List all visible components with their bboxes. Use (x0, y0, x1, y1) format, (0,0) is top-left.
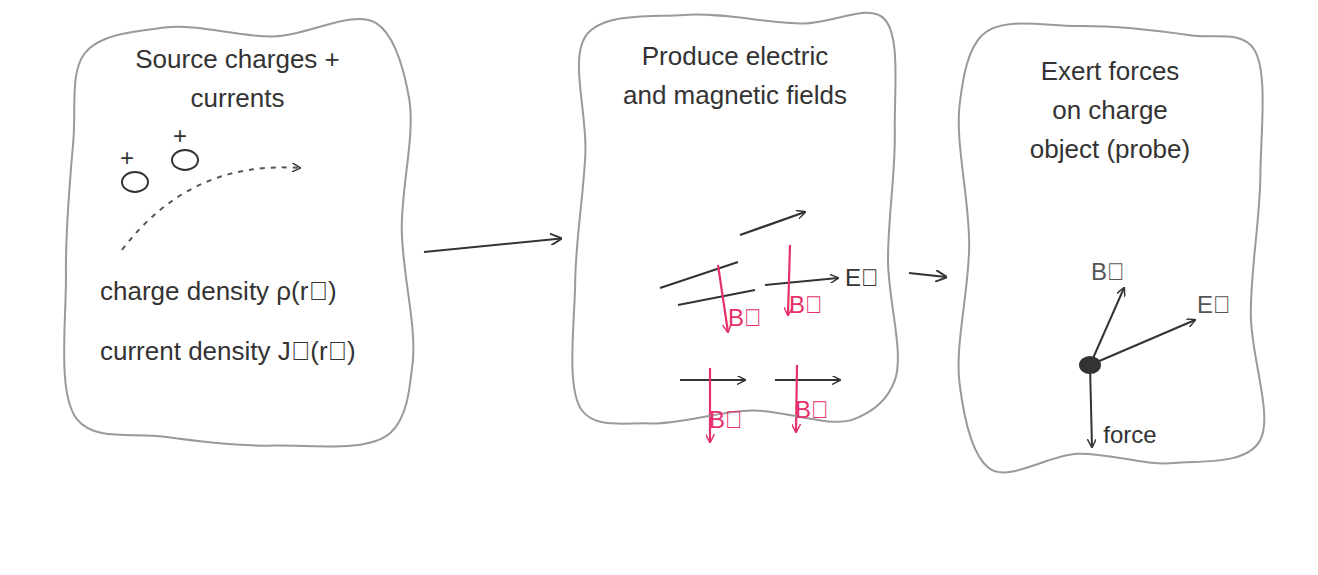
vector-label: B⃗ (789, 293, 823, 317)
flow-arrow (909, 273, 946, 277)
field-blob: Produce electric and magnetic fields (565, 2, 905, 432)
b-arrow (718, 265, 728, 332)
field-blob: Source charges + currents charge density … (55, 10, 420, 450)
e-arrow (740, 212, 805, 235)
probe-charge (1080, 357, 1100, 373)
blob-outline (55, 10, 420, 450)
vector-label: E⃗ (845, 266, 879, 290)
charge (122, 172, 148, 192)
field-blob: Exert forces on charge object (probe) (950, 12, 1270, 477)
e-arrow (765, 278, 838, 285)
e-arrow (660, 262, 738, 288)
vector-label: B⃗ (795, 398, 829, 422)
node-body: current density J⃗(r⃗) (100, 332, 356, 371)
blob-path (64, 19, 413, 447)
e-arrow (678, 290, 755, 305)
trajectory (122, 167, 300, 250)
node-heading: Produce electric and magnetic fields (619, 37, 851, 115)
vector-label: E⃗ (1197, 293, 1231, 317)
vector-label: force (1103, 423, 1156, 447)
node-body: charge density ρ(r⃗) (100, 272, 337, 311)
probe-vectors (1090, 288, 1195, 447)
e-vector (1090, 320, 1195, 365)
charge-sign: + (173, 124, 187, 148)
vector-label: B⃗ (728, 306, 762, 330)
force-vector (1090, 365, 1092, 447)
e-arrow (775, 379, 840, 381)
vector-label: B⃗ (1091, 260, 1125, 284)
charge (172, 150, 198, 170)
e-arrow (680, 379, 745, 381)
blob-path (959, 23, 1265, 472)
blob-path (572, 13, 898, 424)
node-heading: Exert forces on charge object (probe) (1024, 52, 1196, 169)
flow-arrow (424, 239, 561, 253)
charge-sign: + (120, 146, 134, 170)
vector-label: B⃗ (709, 408, 743, 432)
node-heading: Source charges + currents (130, 40, 345, 118)
e-field-arrows (660, 212, 840, 380)
